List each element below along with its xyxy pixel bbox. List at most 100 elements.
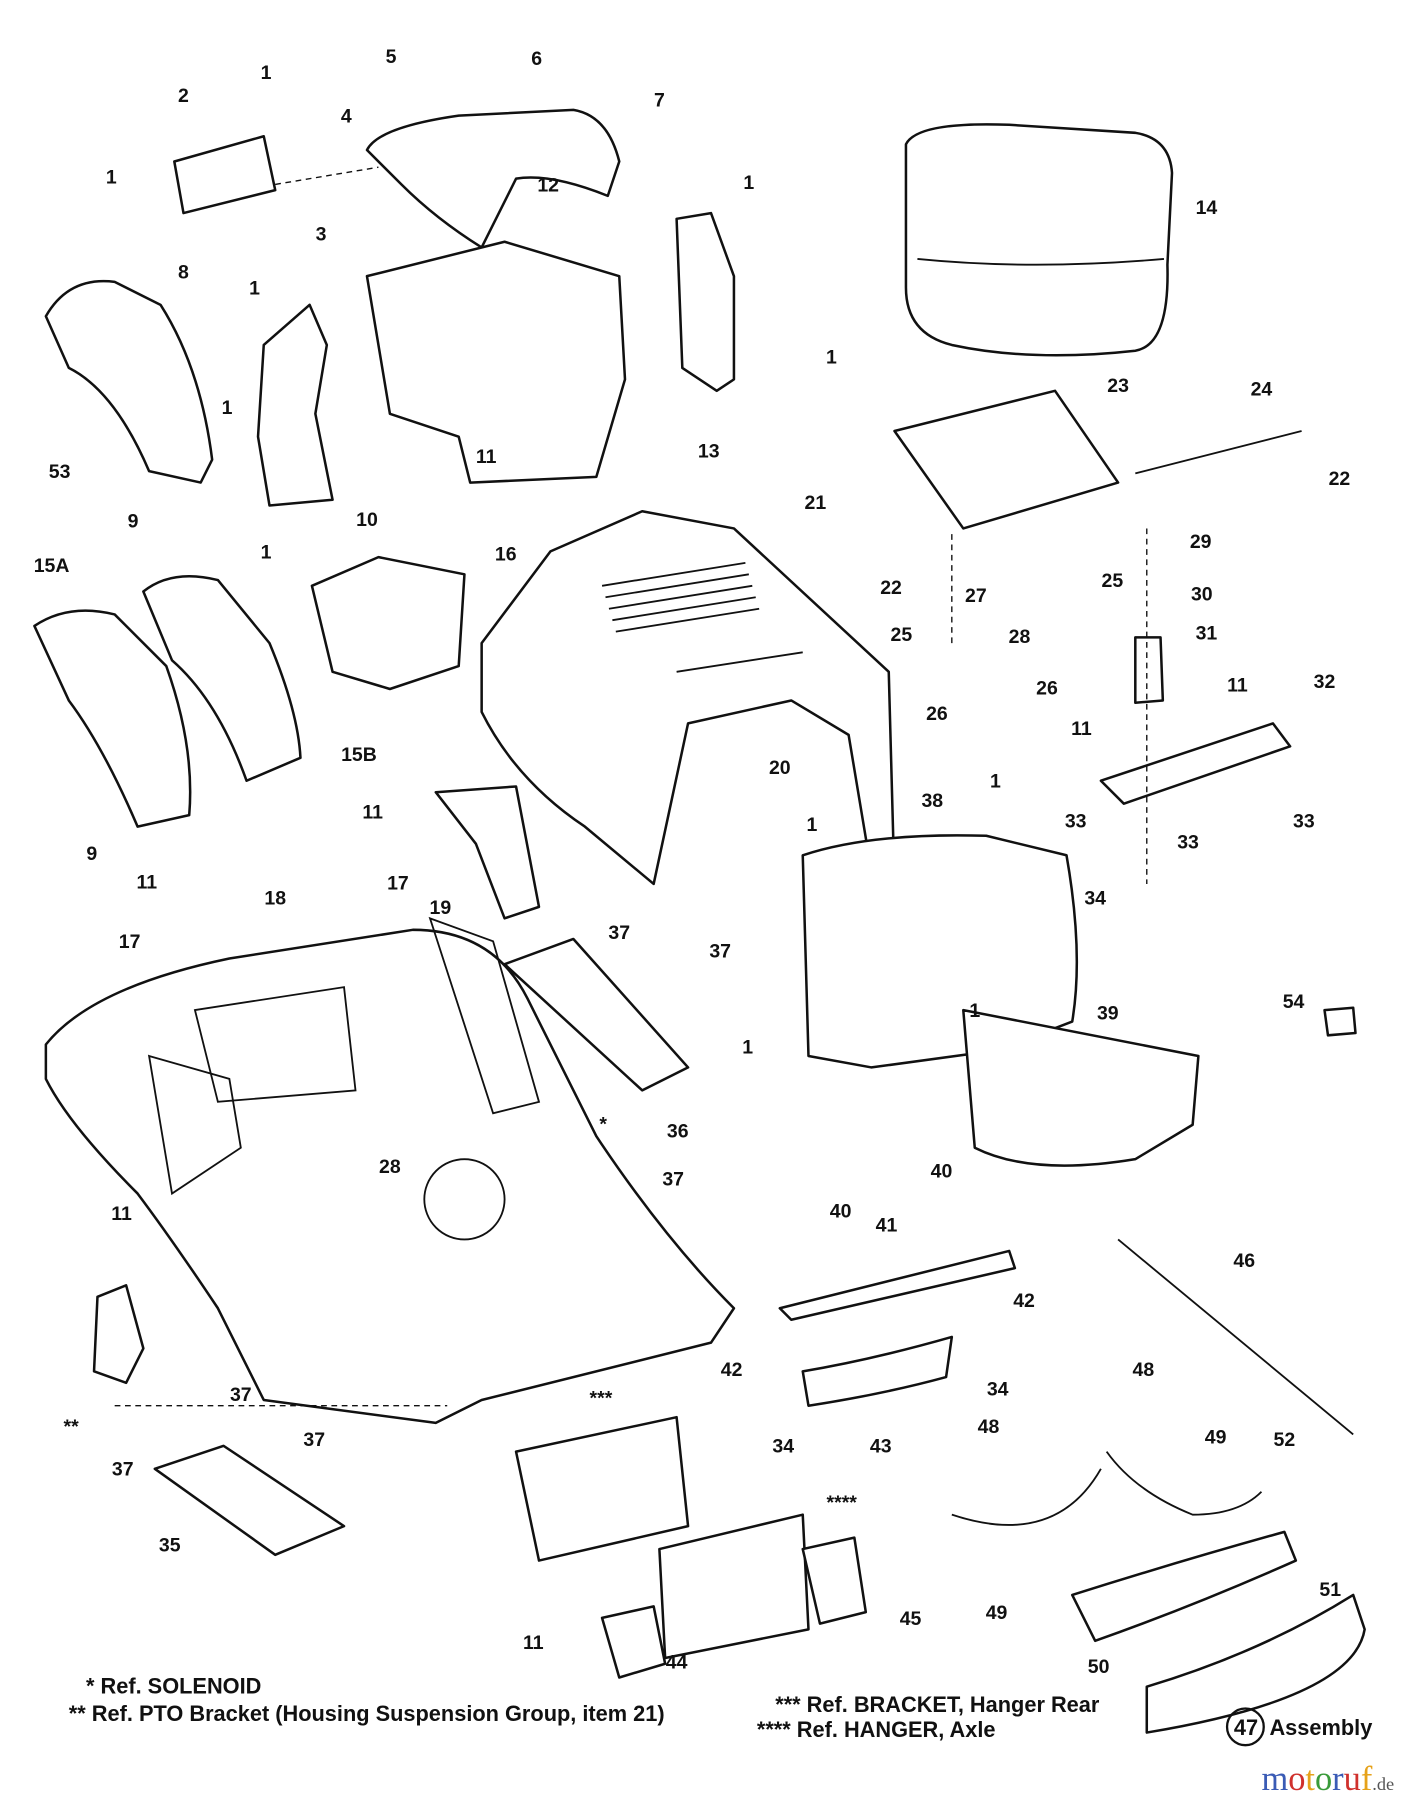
callout-25: 25 [1102, 570, 1124, 592]
callout-37: 37 [608, 922, 630, 944]
callout-48: 48 [1132, 1359, 1154, 1381]
callout-37: 37 [112, 1459, 134, 1481]
watermark-letter: o [1288, 1760, 1305, 1798]
callout-53: 53 [49, 461, 71, 483]
callout-26: 26 [926, 703, 948, 725]
callout-38: 38 [921, 790, 943, 812]
callout-21: 21 [805, 492, 827, 514]
callout-48: 48 [978, 1416, 1000, 1438]
part-plate-19 [434, 785, 541, 920]
callout-20: 20 [769, 757, 791, 779]
callout-4: 4 [341, 105, 352, 127]
callout-15B: 15B [341, 744, 377, 766]
callout-24: 24 [1251, 378, 1273, 400]
callout-1: 1 [106, 166, 117, 188]
part-grille-housing-38 [801, 834, 1079, 1069]
watermark-letter: o [1315, 1760, 1332, 1798]
callout-28: 28 [1009, 626, 1031, 648]
legend: * Ref. SOLENOID ** Ref. PTO Bracket (Hou… [69, 1674, 1372, 1747]
part-footplate-36 [503, 937, 690, 1092]
part-harness-52 [951, 1451, 1263, 1526]
part-bracket-41 [778, 1249, 1017, 1321]
callout-15A: 15A [34, 555, 70, 577]
watermark-logo: motoruf.de [1261, 1760, 1394, 1798]
assembly-number: 47 [1234, 1715, 1258, 1740]
callout-1: 1 [826, 346, 837, 368]
callout-18: 18 [264, 888, 286, 910]
part-body-detail [147, 916, 541, 1196]
callout-31: 31 [1196, 623, 1218, 645]
legend-bracket-hanger-rear: *** Ref. BRACKET, Hanger Rear [775, 1692, 1100, 1717]
watermark-letter: f [1361, 1760, 1373, 1798]
callout-29: 29 [1190, 531, 1212, 553]
callout-13: 13 [698, 440, 720, 462]
callout-49: 49 [1205, 1427, 1227, 1449]
part-bracket-10 [256, 303, 334, 507]
callout-34: 34 [772, 1436, 794, 1458]
callout-32: 32 [1314, 671, 1336, 693]
part-fender-8 [44, 279, 214, 484]
callout-11: 11 [111, 1203, 132, 1225]
part-plate-2 [173, 134, 277, 215]
callout-40: 40 [931, 1161, 953, 1183]
part-rod-46 [1117, 1238, 1354, 1436]
callout-1: 1 [990, 771, 1001, 793]
callout-9: 9 [86, 843, 97, 865]
watermark-suffix: .de [1372, 1774, 1394, 1794]
part-seat-crease [917, 258, 1165, 266]
callout-28: 28 [379, 1156, 401, 1178]
callout-3: 3 [316, 224, 327, 246]
callout-11: 11 [476, 446, 497, 468]
part-plate-45 [801, 1536, 868, 1625]
callout-10: 10 [356, 509, 378, 531]
part-console-12 [365, 240, 627, 484]
part-hood-20 [480, 509, 896, 886]
callout-37: 37 [303, 1429, 325, 1451]
callout-34: 34 [987, 1378, 1009, 1400]
callout-22: 22 [1329, 468, 1351, 490]
callout-23: 23 [1107, 375, 1129, 397]
callout-51: 51 [1319, 1579, 1341, 1601]
part-plate-44 [600, 1605, 667, 1679]
watermark-letter: r [1332, 1760, 1344, 1798]
part-clip-54 [1323, 1006, 1357, 1037]
part-bumper-51 [1145, 1593, 1366, 1734]
watermark-letter: u [1344, 1760, 1361, 1798]
part-hanger-axle [658, 1513, 810, 1660]
legend-solenoid: * Ref. SOLENOID [86, 1674, 261, 1699]
callout-43: 43 [870, 1436, 892, 1458]
callout-16: 16 [495, 544, 517, 566]
legend-hanger-axle: **** Ref. HANGER, Axle [757, 1717, 996, 1742]
callout-starstarstarstar: **** [827, 1492, 858, 1514]
callout-17: 17 [119, 931, 141, 953]
callout-27: 27 [965, 585, 987, 607]
legend-pto-bracket: ** Ref. PTO Bracket (Housing Suspension … [69, 1701, 665, 1726]
guide-lines [114, 166, 1148, 1407]
callout-35: 35 [159, 1534, 181, 1556]
callout-54: 54 [1283, 991, 1305, 1013]
callout-17: 17 [387, 873, 409, 895]
callout-11: 11 [523, 1632, 544, 1654]
callout-26: 26 [1036, 678, 1058, 700]
part-dash-panel-7 [365, 108, 621, 249]
callout-37: 37 [709, 940, 731, 962]
callout-1: 1 [806, 814, 817, 836]
callout-40: 40 [830, 1201, 852, 1223]
callout-52: 52 [1274, 1429, 1296, 1451]
callout-33: 33 [1065, 811, 1087, 833]
callout-1: 1 [261, 541, 272, 563]
callout-42: 42 [1013, 1290, 1035, 1312]
callout-50: 50 [1088, 1656, 1110, 1678]
callout-33: 33 [1177, 831, 1199, 853]
part-bracket-11-left [92, 1284, 145, 1385]
callout-6: 6 [531, 48, 542, 70]
callout-37: 37 [662, 1169, 684, 1191]
callout-25: 25 [891, 624, 913, 646]
watermark-letter: t [1305, 1760, 1315, 1798]
part-hood-vents [601, 561, 803, 673]
callout-1: 1 [743, 172, 754, 194]
part-fender-15A [33, 609, 192, 828]
